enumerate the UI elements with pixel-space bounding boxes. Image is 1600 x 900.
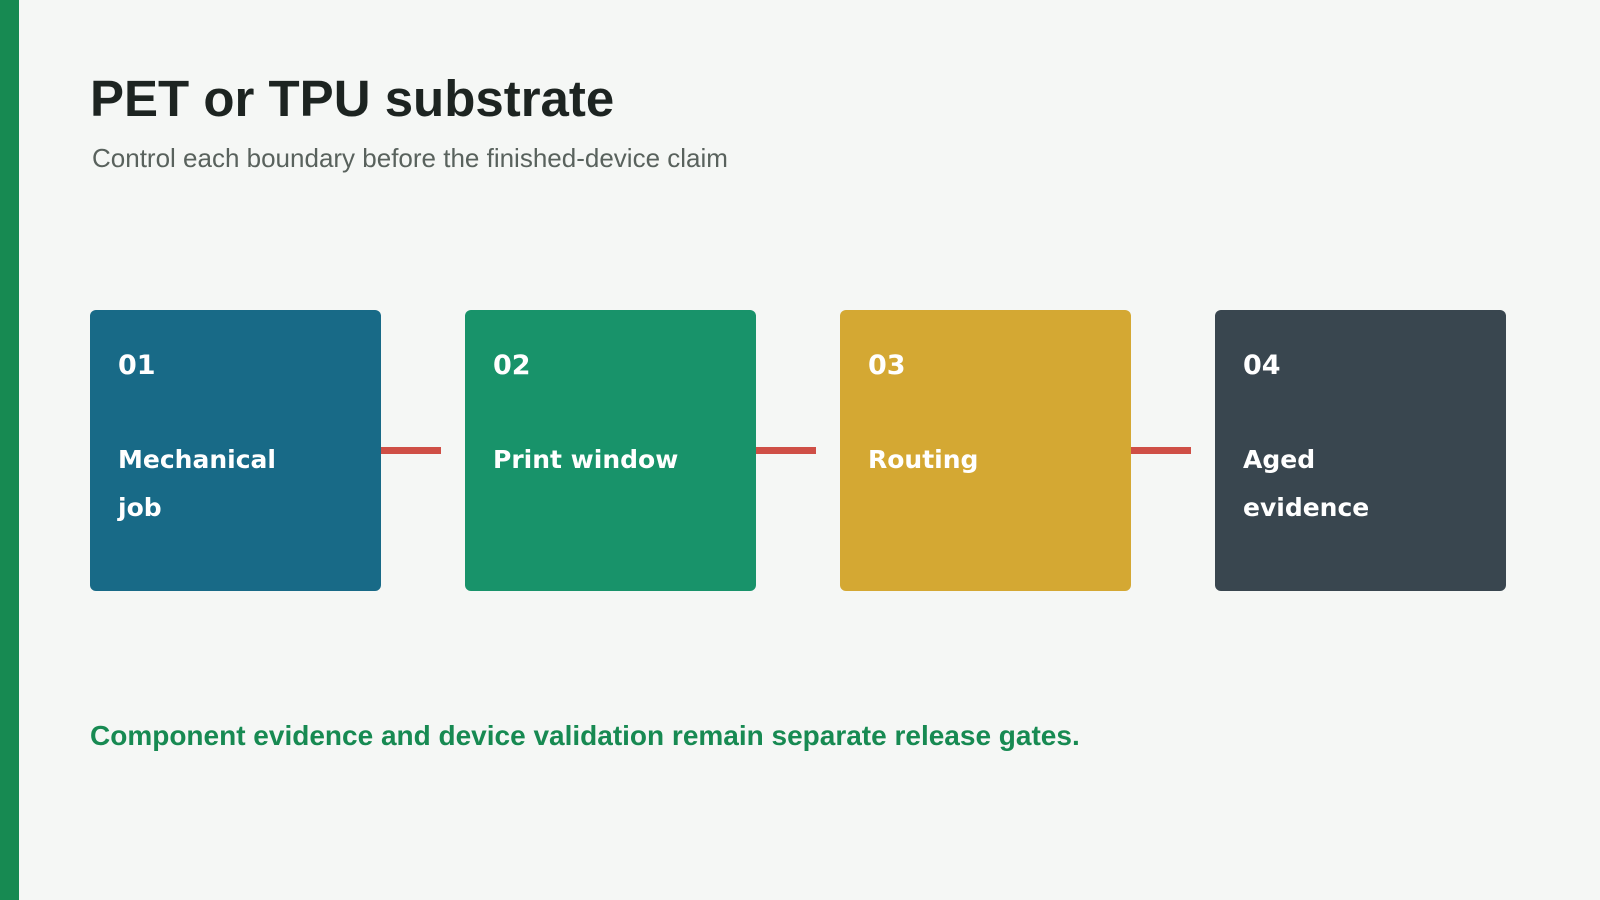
step-card-aged-evidence: 04 Aged evidence	[1215, 310, 1506, 591]
step-connector	[381, 447, 441, 454]
step-label: Mechanical job	[118, 445, 276, 522]
step-number: 03	[868, 350, 906, 381]
step-label: Routing	[868, 445, 979, 474]
step-connector	[756, 447, 816, 454]
step-number: 01	[118, 350, 156, 381]
step-card-mechanical-job: 01 Mechanical job	[90, 310, 381, 591]
step-label: Aged evidence	[1243, 445, 1370, 522]
step-label: Print window	[493, 445, 679, 474]
release-gates-note: Component evidence and device validation…	[90, 720, 1080, 751]
step-number: 04	[1243, 350, 1281, 381]
step-card-print-window: 02 Print window	[465, 310, 756, 591]
page-subtitle: Control each boundary before the finishe…	[92, 143, 728, 173]
step-card-routing: 03 Routing	[840, 310, 1131, 591]
page-title: PET or TPU substrate	[90, 70, 615, 127]
step-connector	[1131, 447, 1191, 454]
accent-side-bar	[0, 0, 19, 900]
step-number: 02	[493, 350, 531, 381]
